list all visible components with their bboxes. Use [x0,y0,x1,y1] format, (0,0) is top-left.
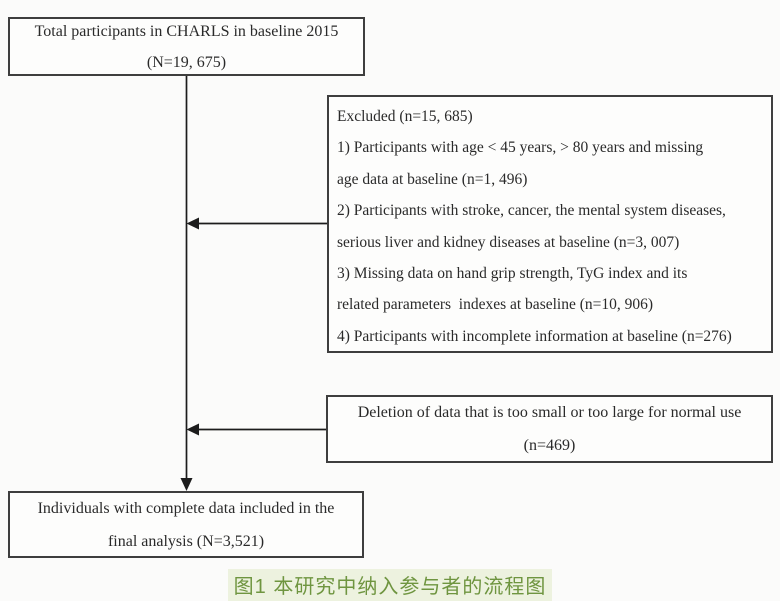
final-analysis-line1: Individuals with complete data included … [37,499,335,517]
arrowhead-down-icon [180,478,193,491]
box-deletion: Deletion of data that is too small or to… [326,395,773,463]
excluded-header: Excluded (n=15, 685) [337,108,473,125]
box-total-participants: Total participants in CHARLS in baseline… [8,17,365,76]
deletion-line1: Deletion of data that is too small or to… [357,404,742,421]
total-participants-count: (N=19, 675) [146,53,227,71]
excluded-reason-3-line2: related parameters indexes at baseline (… [337,296,654,314]
excluded-reason-3-line1: 3) Missing data on hand grip strength, T… [337,265,688,283]
excluded-reason-1-line1: 1) Participants with age < 45 years, > 8… [337,139,704,157]
excluded-reason-2-line2: serious liver and kidney diseases at bas… [337,233,680,251]
final-analysis-line2: final analysis (N=3,521) [107,532,265,550]
total-participants-line1: Total participants in CHARLS in baseline… [34,22,339,40]
deletion-count: (n=469) [523,437,576,454]
arrowhead-left-excluded-icon [186,217,199,230]
figure-caption: 图1 本研究中纳入参与者的流程图 [0,569,780,601]
excluded-reason-4: 4) Participants with incomplete informat… [337,327,732,345]
arrowhead-left-deletion-icon [186,423,199,436]
figure-caption-text: 图1 本研究中纳入参与者的流程图 [227,569,553,601]
box-final-analysis: Individuals with complete data included … [8,491,364,558]
excluded-reason-1-line2: age data at baseline (n=1, 496) [337,170,528,188]
box-excluded: Excluded (n=15, 685) 1) Participants wit… [327,95,773,353]
excluded-reason-2-line1: 2) Participants with stroke, cancer, the… [337,202,726,220]
